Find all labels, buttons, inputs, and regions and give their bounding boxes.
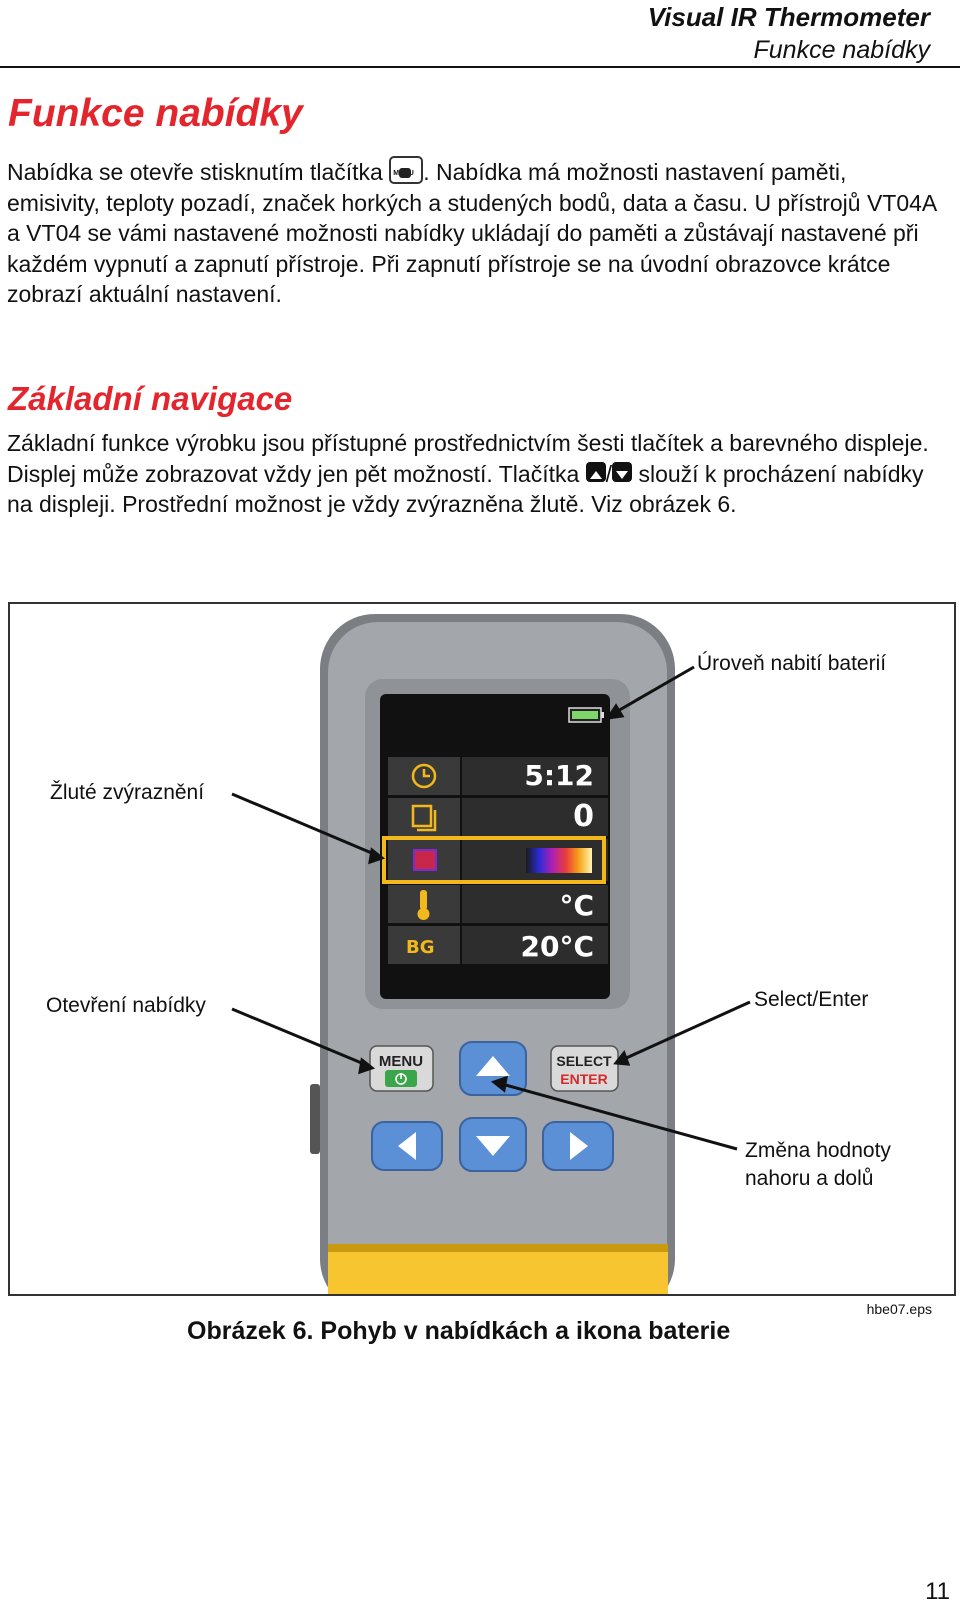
left-button xyxy=(371,1121,443,1171)
menu-power-key-icon: MENU xyxy=(389,156,424,184)
battery-icon xyxy=(568,707,604,723)
figure-frame: BG 5:12 0 °C 20°C MENU xyxy=(8,602,956,1296)
device-illustration: BG 5:12 0 °C 20°C MENU xyxy=(231,614,751,1294)
menu-button: MENU xyxy=(369,1045,434,1092)
paragraph-text-part1: Základní funkce výrobku jsou přístupné p… xyxy=(7,430,929,487)
up-button xyxy=(459,1041,527,1096)
paragraph-text-part2: slouží k procházení nabídky na displeji.… xyxy=(7,460,924,518)
running-header-subtitle: Funkce nabídky xyxy=(753,36,931,64)
running-header-title: Visual IR Thermometer xyxy=(647,2,930,32)
screen-value-unit: °C xyxy=(559,889,594,922)
device-side-button xyxy=(310,1084,320,1154)
header-rule xyxy=(0,66,960,68)
figure-file-reference: hbe07.eps xyxy=(866,1301,932,1317)
paragraph-text-before-key: Nabídka se otevře stisknutím tlačítka xyxy=(7,159,390,185)
callout-highlight-label: Žluté zvýraznění xyxy=(48,781,207,805)
section-heading: Funkce nabídky xyxy=(8,92,303,135)
callout-lines xyxy=(231,665,751,1151)
right-button xyxy=(542,1121,614,1171)
callout-change-value-line2: nahoru a dolů xyxy=(745,1167,874,1190)
menu-button-label: MENU xyxy=(379,1053,423,1070)
paragraph-text-after-key: . Nabídka má možnosti nastavení paměti, … xyxy=(7,159,937,307)
callout-battery-label: Úroveň nabití baterií xyxy=(695,652,889,676)
page-number: 11 xyxy=(925,1578,950,1605)
down-key-icon xyxy=(612,461,633,482)
clock-icon xyxy=(411,763,437,789)
up-key-icon xyxy=(585,461,606,482)
bg-icon: BG xyxy=(406,937,435,958)
key-separator: / xyxy=(605,460,613,487)
palette-icon xyxy=(413,849,437,871)
screen-value-background: 20°C xyxy=(520,930,594,963)
callout-change-value-label: Změna hodnoty nahoru a dolů xyxy=(743,1137,893,1193)
section-paragraph: Nabídka se otevře stisknutím tlačítka ME… xyxy=(7,156,937,310)
select-button-label: SELECT xyxy=(556,1053,612,1069)
enter-button-label: ENTER xyxy=(560,1071,607,1087)
screen-value-time: 5:12 xyxy=(524,759,594,792)
subsection-heading: Základní navigace xyxy=(8,380,293,417)
figure-caption: Obrázek 6. Pohyb v nabídkách a ikona bat… xyxy=(187,1317,731,1345)
callout-select-enter-label: Select/Enter xyxy=(752,988,871,1012)
subsection-paragraph: Základní funkce výrobku jsou přístupné p… xyxy=(7,428,937,520)
screen-value-memory: 0 xyxy=(573,799,594,834)
callout-open-menu-label: Otevření nabídky xyxy=(44,994,208,1018)
memory-icon xyxy=(411,804,437,832)
down-button xyxy=(459,1117,527,1172)
callout-change-value-line1: Změna hodnoty xyxy=(745,1139,891,1162)
palette-swatch xyxy=(526,848,592,873)
device-yellow-grip xyxy=(328,1249,668,1294)
select-enter-button: SELECT ENTER xyxy=(550,1045,619,1092)
thermometer-icon xyxy=(417,890,430,920)
yellow-highlight-box xyxy=(382,836,606,884)
